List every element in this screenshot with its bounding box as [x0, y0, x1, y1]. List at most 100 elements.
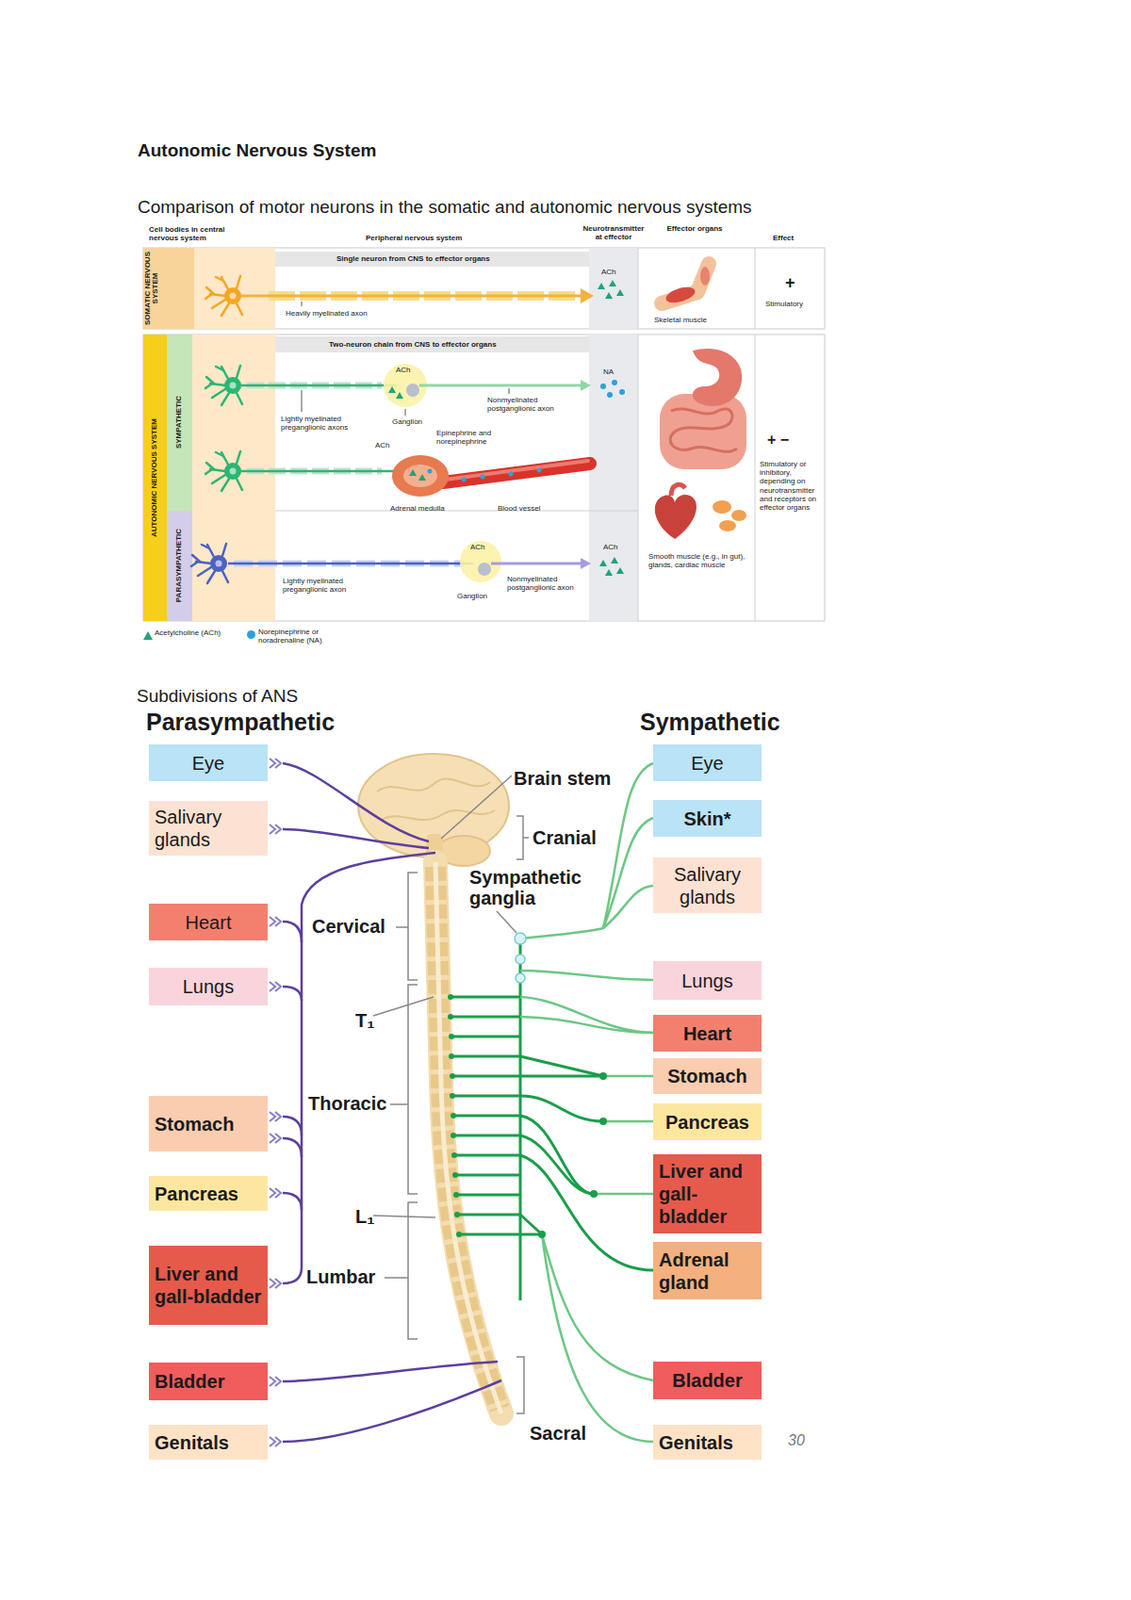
label-text: ACh — [395, 365, 411, 375]
organ-box: Liver and gall-bladder — [148, 1245, 268, 1326]
organ-label: Pancreas — [154, 1182, 239, 1206]
label-text: SYMPATHETIC — [175, 337, 183, 508]
label-text: Lightly myelinated preganglionic axon — [282, 576, 387, 594]
organ-label: Lungs — [681, 969, 734, 993]
organ-box: Salivary glands — [653, 857, 762, 914]
label-text: Stimulatory or inhibitory, depending on … — [759, 459, 822, 512]
legend-text: Acetylcholine (ACh) — [154, 628, 221, 638]
organ-label: Eye — [690, 752, 723, 775]
organ-box: Pancreas — [653, 1103, 762, 1141]
organ-label: Adrenal gland — [658, 1248, 756, 1295]
label-text: Effector organs — [661, 224, 728, 233]
organ-label: Salivary glands — [658, 863, 756, 909]
spinal-cord — [435, 862, 502, 1414]
label-text: Two-neuron chain from CNS to effector or… — [328, 340, 497, 349]
label-text: Neurotransmitter at effector — [579, 224, 648, 242]
label-text: Sympathetic ganglia — [469, 867, 592, 909]
organ-box: Eye — [148, 744, 268, 782]
glands — [712, 500, 747, 532]
organ-label: Skin* — [683, 807, 731, 831]
table-grid — [143, 247, 825, 622]
ganglia — [447, 933, 607, 1239]
organ-label: Heart — [185, 911, 232, 935]
organ-box: Stomach — [148, 1096, 268, 1152]
label-text: Epinephrine and norepinephrine — [436, 428, 512, 446]
label-text: Comparison of motor neurons in the somat… — [137, 196, 753, 218]
label-text: Blood vessel — [497, 504, 541, 513]
label-text: ACh — [375, 441, 391, 450]
legend-swatch — [246, 630, 256, 640]
label-text: Effect — [772, 233, 794, 243]
organ-box: Skin* — [653, 800, 762, 837]
organ-box: Adrenal gland — [653, 1242, 762, 1300]
organ-box: Genitals — [148, 1425, 268, 1460]
label-text: Ganglion — [457, 591, 488, 601]
label-text: Ganglion — [392, 417, 423, 427]
label-text: Heavily myelinated axon — [285, 309, 368, 318]
label-text: Smooth muscle (e.g., in gut), glands, ca… — [648, 552, 748, 570]
label-text: Subdivisions of ANS — [136, 686, 298, 707]
label-text: NA — [603, 367, 614, 377]
label-text: SOMATIC NERVOUS SYSTEM — [144, 248, 161, 328]
label-text: Nonmyelinated postganglionic axon — [487, 395, 568, 413]
nerve-endings — [269, 758, 281, 1447]
organ-label: Bladder — [154, 1370, 225, 1394]
organ-box: Heart — [148, 903, 268, 941]
label-text: Skeletal muscle — [654, 315, 707, 325]
organ-label: Stomach — [667, 1065, 747, 1088]
label-text: Stimulatory — [765, 299, 804, 309]
organ-label: Liver and gall-bladder — [154, 1262, 263, 1309]
organ-label: Genitals — [154, 1431, 230, 1455]
label-text: T₁ — [355, 1010, 376, 1033]
legend-swatch — [143, 631, 153, 640]
organ-label: Lungs — [182, 975, 235, 999]
skeletal-muscle — [661, 263, 710, 306]
organ-label: Liver and gall-bladder — [658, 1160, 756, 1229]
organ-label: Bladder — [672, 1369, 742, 1393]
label-text: Cranial — [532, 827, 597, 850]
label-text: Lumbar — [306, 1266, 376, 1289]
label-text: Brain stem — [513, 768, 611, 790]
organ-box: Genitals — [653, 1425, 762, 1460]
label-text: ACh — [601, 267, 617, 277]
sympathetic-postganglionic — [520, 763, 654, 1443]
organ-box: Pancreas — [148, 1176, 268, 1212]
legend-text: Norepinephrine or noradrenaline (NA) — [258, 627, 336, 645]
sympathetic-neuron — [205, 363, 591, 416]
adrenal-pathway — [205, 451, 591, 497]
somatic-neuron — [205, 276, 594, 316]
page-title: Autonomic Nervous System — [137, 140, 377, 162]
organ-box: Bladder — [148, 1362, 268, 1401]
organ-box: Heart — [653, 1015, 762, 1052]
label-text: ACh — [603, 542, 619, 552]
label-text: Sympathetic — [639, 708, 781, 737]
label-text: ACh — [470, 542, 486, 552]
sympathetic-preganglionic — [448, 938, 654, 1301]
label-text: Cell bodies in central nervous system — [148, 225, 244, 243]
organ-label: Genitals — [658, 1431, 734, 1455]
label-text: Nonmyelinated postganglionic axon — [507, 574, 588, 592]
organ-label: Eye — [192, 752, 225, 775]
na-molecules — [600, 379, 625, 398]
label-text: Sacral — [529, 1423, 587, 1445]
organ-box: Eye — [653, 744, 762, 782]
organ-label: Salivary glands — [154, 805, 263, 852]
label-text: L₁ — [355, 1206, 376, 1229]
organ-box: Bladder — [653, 1361, 762, 1400]
organ-box: Stomach — [653, 1058, 762, 1095]
label-text: 30 — [787, 1432, 805, 1450]
label-text: Single neuron from CNS to effector organ… — [336, 254, 491, 263]
label-text: AUTONOMIC NERVOUS SYSTEM — [150, 336, 159, 620]
label-text: Parasympathetic — [146, 708, 335, 737]
organ-box: Salivary glands — [148, 801, 268, 856]
organ-label: Heart — [683, 1022, 732, 1046]
organ-label: Stomach — [154, 1113, 234, 1136]
organ-box: Liver and gall-bladder — [653, 1154, 762, 1234]
label-text: Adrenal medulla — [390, 504, 445, 513]
label-text: + — [785, 273, 796, 294]
organ-box: Lungs — [653, 961, 762, 1000]
label-text: Cervical — [311, 916, 386, 938]
organ-label: Pancreas — [665, 1111, 750, 1134]
label-text: Peripheral nervous system — [365, 233, 462, 243]
